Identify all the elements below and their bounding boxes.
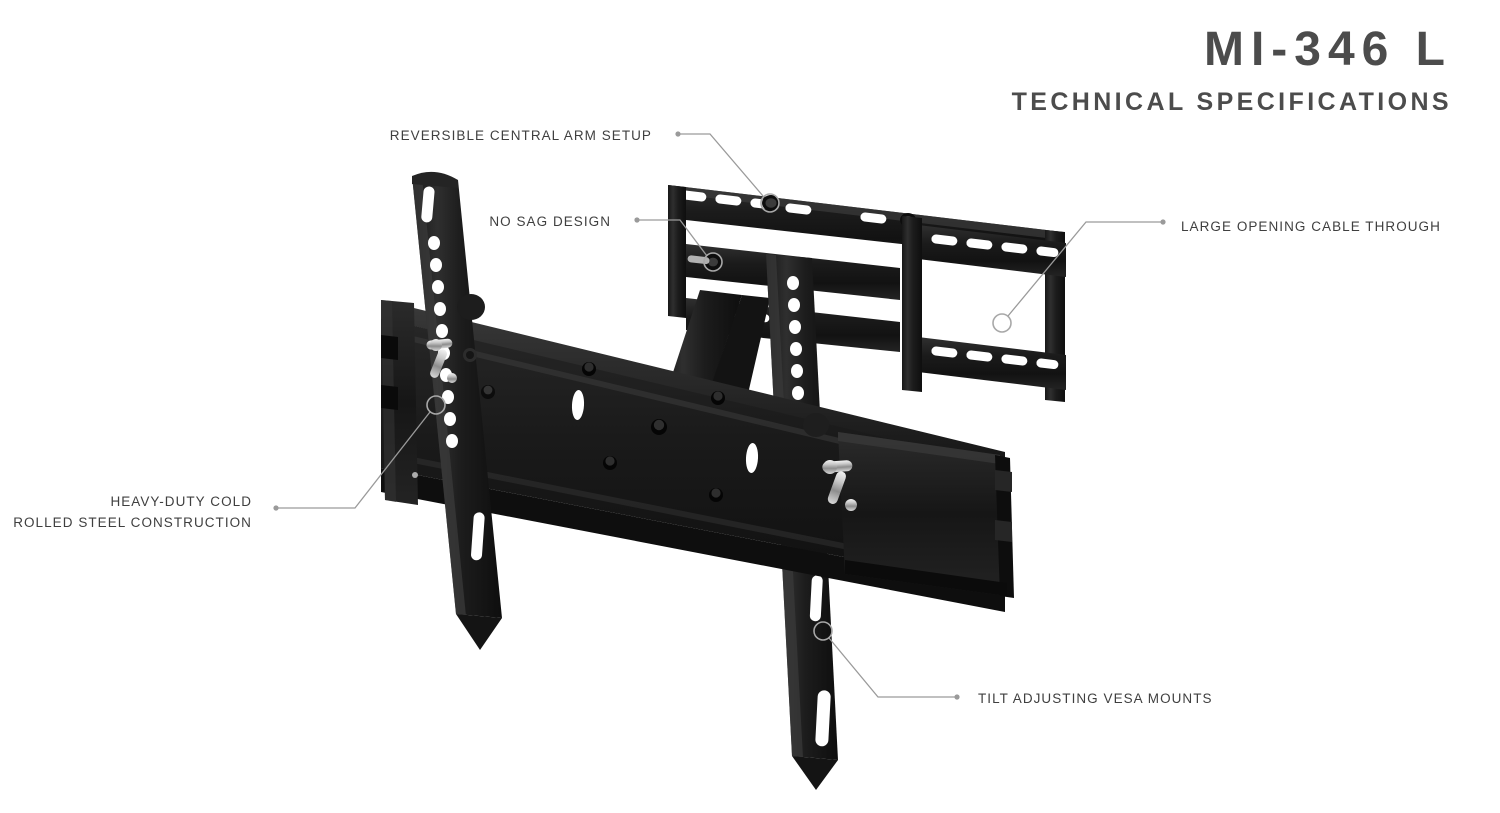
wall-plate-center-post (902, 216, 922, 392)
page-subtitle: TECHNICAL SPECIFICATIONS (1011, 88, 1452, 116)
page-title: MI-346 L (1203, 23, 1452, 76)
pivot-joint-right (803, 413, 829, 437)
callout-line: REVERSIBLE CENTRAL ARM SETUP (389, 128, 652, 143)
callout-label-heavy-duty-cold-rolled-steel-construction: HEAVY-DUTY COLD ROLLED STEEL CONSTRUCTIO… (13, 492, 252, 534)
callout-label-no-sag-design: NO SAG DESIGN (489, 212, 611, 233)
wall-plate-left-upright (668, 185, 686, 318)
tilt-knob-right (822, 460, 857, 511)
callout-label-reversible-central-arm-setup: REVERSIBLE CENTRAL ARM SETUP (390, 126, 652, 147)
tilt-knob-left (426, 338, 457, 383)
bracket-left-endcap (381, 300, 418, 505)
callout-label-tilt-adjusting-vesa-mounts: TILT ADJUSTING VESA MOUNTS (978, 689, 1213, 710)
callout-line: TILT ADJUSTING VESA MOUNTS (978, 691, 1213, 706)
pivot-joint-left (457, 294, 495, 399)
callout-line: LARGE OPENING CABLE THROUGH (1181, 219, 1441, 234)
callout-line: ROLLED STEEL CONSTRUCTION (13, 514, 252, 530)
callout-label-large-opening-cable-through: LARGE OPENING CABLE THROUGH (1181, 217, 1441, 238)
callout-line: NO SAG DESIGN (489, 214, 611, 229)
wall-plate-bottom-rail (918, 337, 1066, 390)
callout-line: HEAVY-DUTY COLD (110, 494, 252, 509)
extension-plate-right (838, 432, 1014, 598)
title-block: MI-346 L TECHNICAL SPECIFICATIONS (1012, 26, 1452, 115)
